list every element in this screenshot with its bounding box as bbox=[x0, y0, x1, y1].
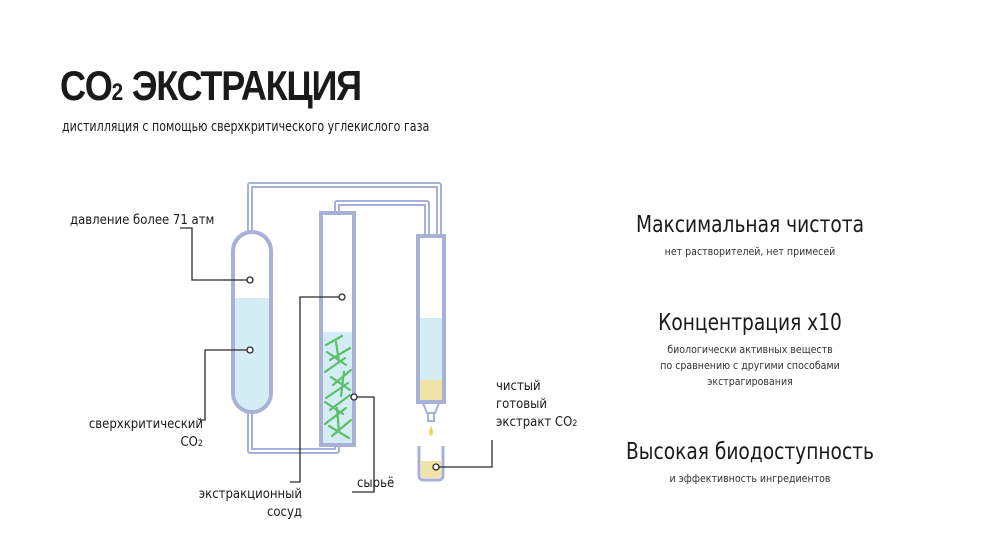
extraction-vessel bbox=[319, 211, 356, 447]
label-extraction-vessel: экстракционный сосуд bbox=[198, 487, 302, 520]
feature-desc: нет растворителей, нет примесей bbox=[664, 246, 836, 258]
feature-title: Высокая биодоступность bbox=[625, 439, 875, 465]
sensor-points bbox=[246, 276, 440, 471]
raw-herbs-icon bbox=[323, 334, 353, 440]
page-title: CO2 ЭКСТРАКЦИЯ bbox=[60, 62, 362, 109]
leader-lines bbox=[180, 227, 493, 493]
feature-concentration: Концентрация х10 биологически активных в… bbox=[610, 308, 890, 390]
feature-title: Максимальная чистота bbox=[636, 212, 864, 238]
feature-purity: Максимальная чистота нет растворителей, … bbox=[610, 210, 890, 260]
label-pressure: давление более 71 атм bbox=[70, 213, 215, 228]
collection-cup bbox=[417, 446, 445, 482]
drop-icon bbox=[429, 426, 433, 436]
supercritical-tank bbox=[231, 230, 273, 414]
label-pure-extract: чистый готовый экстракт CO2 bbox=[496, 379, 578, 430]
page-subtitle: дистилляция с помощью сверхкритического … bbox=[62, 119, 430, 135]
feature-bioavailability: Высокая биодоступность и эффективность и… bbox=[610, 437, 890, 487]
feature-desc: и эффективность ингредиентов bbox=[669, 473, 831, 485]
label-supercritical-co2: сверхкритический CO2 bbox=[88, 417, 203, 450]
label-raw-material: сырьё bbox=[357, 476, 395, 491]
separator-column bbox=[416, 234, 446, 436]
feature-title: Концентрация х10 bbox=[658, 310, 842, 336]
